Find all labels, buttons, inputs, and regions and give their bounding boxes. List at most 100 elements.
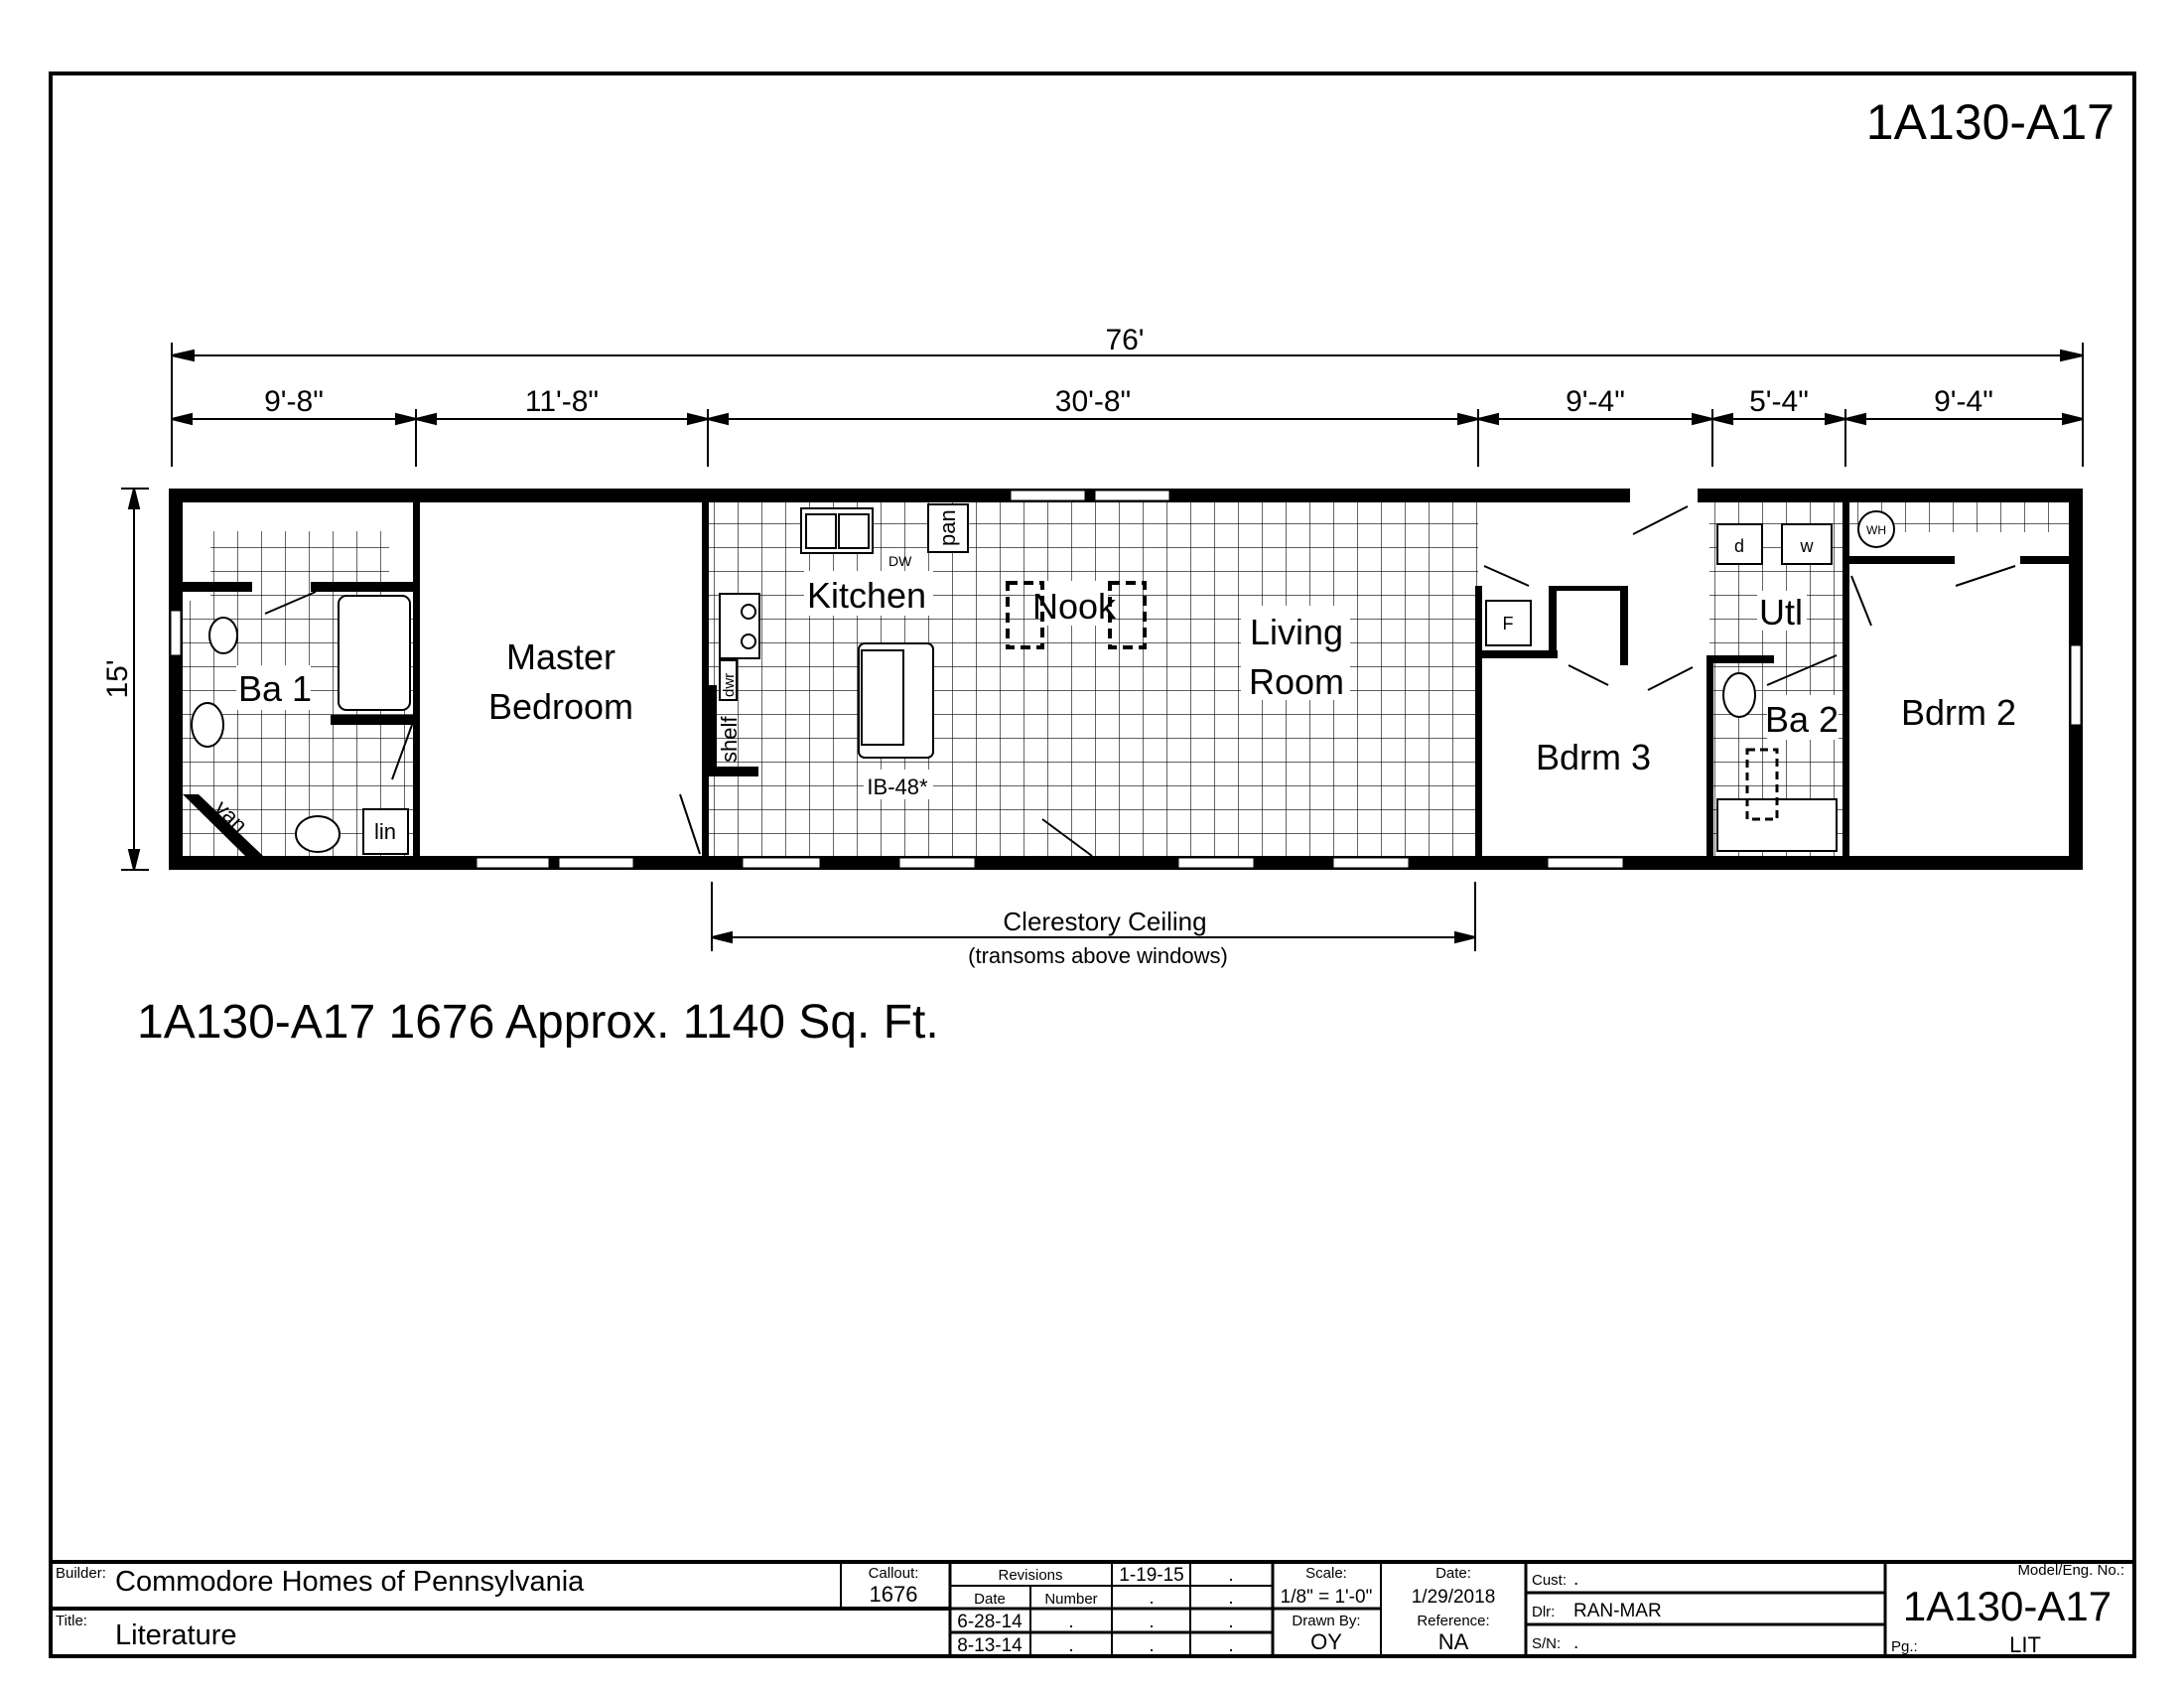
drawn-by-value: OY xyxy=(1310,1629,1342,1654)
room-nook: Nook xyxy=(1032,586,1117,627)
sink-ba1 xyxy=(191,702,224,748)
pg-label: Pg.: xyxy=(1891,1638,1918,1655)
label-lin: lin xyxy=(374,819,396,844)
dlr-label: Dlr: xyxy=(1532,1604,1555,1620)
segment-dim-2: 11'-8" xyxy=(525,385,599,418)
reference-value: NA xyxy=(1438,1629,1469,1654)
reference-label: Reference: xyxy=(1417,1613,1489,1629)
label-water-heater: WH xyxy=(1866,523,1886,537)
callout-value: 1676 xyxy=(870,1582,918,1607)
rev-number-label: Number xyxy=(1044,1591,1097,1608)
bathtub-ba2 xyxy=(1716,798,1838,852)
linen-closet xyxy=(362,808,409,855)
room-living-line1: Living xyxy=(1250,612,1343,652)
segment-dim-4: 9'-4" xyxy=(1566,385,1625,418)
rev-r4c2: . xyxy=(1149,1635,1154,1656)
label-dwr: dwr xyxy=(721,673,738,697)
title-value: Literature xyxy=(115,1619,237,1651)
cust-label: Cust: xyxy=(1532,1572,1567,1589)
rev-r2c2: . xyxy=(1228,1588,1233,1609)
model-label: Model/Eng. No.: xyxy=(2017,1562,2124,1579)
width-label: 15' xyxy=(101,659,134,698)
clerestory-note: (transoms above windows) xyxy=(968,943,1228,968)
room-ba1: Ba 1 xyxy=(238,668,312,709)
rev-r3c0: 6-28-14 xyxy=(957,1612,1023,1632)
room-living-line2: Room xyxy=(1249,661,1344,702)
builder-value: Commodore Homes of Pennsylvania xyxy=(115,1566,585,1598)
room-master-line2: Bedroom xyxy=(488,686,633,727)
segment-dim-3: 30'-8" xyxy=(1055,385,1131,418)
cust-value: . xyxy=(1573,1569,1578,1590)
bathtub-ba1 xyxy=(338,595,411,711)
overall-length-dimension xyxy=(171,343,2084,467)
rev-r1c1: 1-19-15 xyxy=(1119,1565,1184,1586)
exterior-walls xyxy=(169,489,2083,870)
door-swings xyxy=(264,505,2016,857)
segment-dim-1: 9'-8" xyxy=(264,385,324,418)
rev-r4c0: 8-13-14 xyxy=(957,1635,1023,1656)
model-value: 1A130-A17 xyxy=(1903,1583,2112,1629)
model-header: 1A130-A17 xyxy=(1866,94,2115,150)
clerestory-dimension xyxy=(711,882,1476,951)
room-utl: Utl xyxy=(1759,592,1803,633)
clerestory-label: Clerestory Ceiling xyxy=(1003,907,1206,936)
room-bdrm2: Bdrm 2 xyxy=(1901,692,2016,733)
drawn-by-label: Drawn By: xyxy=(1292,1613,1360,1629)
room-kitchen: Kitchen xyxy=(807,575,926,616)
room-bdrm3: Bdrm 3 xyxy=(1536,737,1651,777)
date-value: 1/29/2018 xyxy=(1412,1587,1496,1608)
sink-ba1-2 xyxy=(295,815,341,853)
segment-dimensions xyxy=(171,409,2084,467)
rev-date-label: Date xyxy=(974,1591,1006,1608)
dryer xyxy=(1716,523,1763,565)
builder-label: Builder: xyxy=(56,1565,106,1582)
room-master-line1: Master xyxy=(506,636,615,677)
rev-r4c1: . xyxy=(1068,1635,1073,1656)
label-pan: pan xyxy=(935,509,960,546)
segment-dim-5: 5'-4" xyxy=(1749,385,1809,418)
dlr-value: RAN-MAR xyxy=(1573,1601,1662,1621)
rev-r3c2: . xyxy=(1149,1612,1154,1632)
label-furnace: F xyxy=(1503,614,1514,633)
fixtures xyxy=(191,503,1895,855)
water-heater xyxy=(1857,510,1895,548)
rev-r4c3: . xyxy=(1228,1635,1233,1656)
segment-dim-6: 9'-4" xyxy=(1934,385,1993,418)
sink-ba2 xyxy=(1722,672,1756,718)
plan-summary: 1A130-A17 1676 Approx. 1140 Sq. Ft. xyxy=(137,996,939,1049)
title-block xyxy=(49,1560,2136,1658)
rev-r3c1: . xyxy=(1068,1612,1073,1632)
label-dryer: d xyxy=(1734,536,1744,556)
label-shelf: shelf xyxy=(717,716,742,763)
drawers xyxy=(719,659,738,701)
windows xyxy=(170,490,2082,869)
label-washer: w xyxy=(1800,536,1815,556)
rev-r3c3: . xyxy=(1228,1612,1233,1632)
rev-r2c1: . xyxy=(1149,1588,1154,1609)
title-label: Title: xyxy=(56,1613,87,1629)
scale-value: 1/8" = 1'-0" xyxy=(1281,1587,1373,1608)
revisions-label: Revisions xyxy=(998,1567,1062,1584)
sn-value: . xyxy=(1573,1632,1578,1653)
interior-walls xyxy=(183,502,2069,856)
room-ba2: Ba 2 xyxy=(1765,699,1839,740)
label-island: IB-48* xyxy=(867,774,928,799)
washer xyxy=(1781,523,1833,565)
rev-r1c2: . xyxy=(1228,1565,1233,1586)
width-dimension xyxy=(121,488,149,871)
furnace xyxy=(1485,600,1532,646)
date-label: Date: xyxy=(1435,1565,1471,1582)
label-dw: DW xyxy=(888,553,912,569)
sn-label: S/N: xyxy=(1532,1635,1561,1652)
toilet-ba1 xyxy=(208,617,238,654)
toilet-ba2 xyxy=(1745,748,1779,821)
pg-value: LIT xyxy=(2009,1632,2041,1657)
scale-label: Scale: xyxy=(1305,1565,1347,1582)
nook-column-1 xyxy=(1006,581,1044,649)
overall-length-label: 76' xyxy=(1105,324,1144,356)
range xyxy=(719,593,760,659)
callout-label: Callout: xyxy=(869,1565,919,1582)
pantry xyxy=(927,503,969,553)
nook-column-2 xyxy=(1108,581,1147,649)
